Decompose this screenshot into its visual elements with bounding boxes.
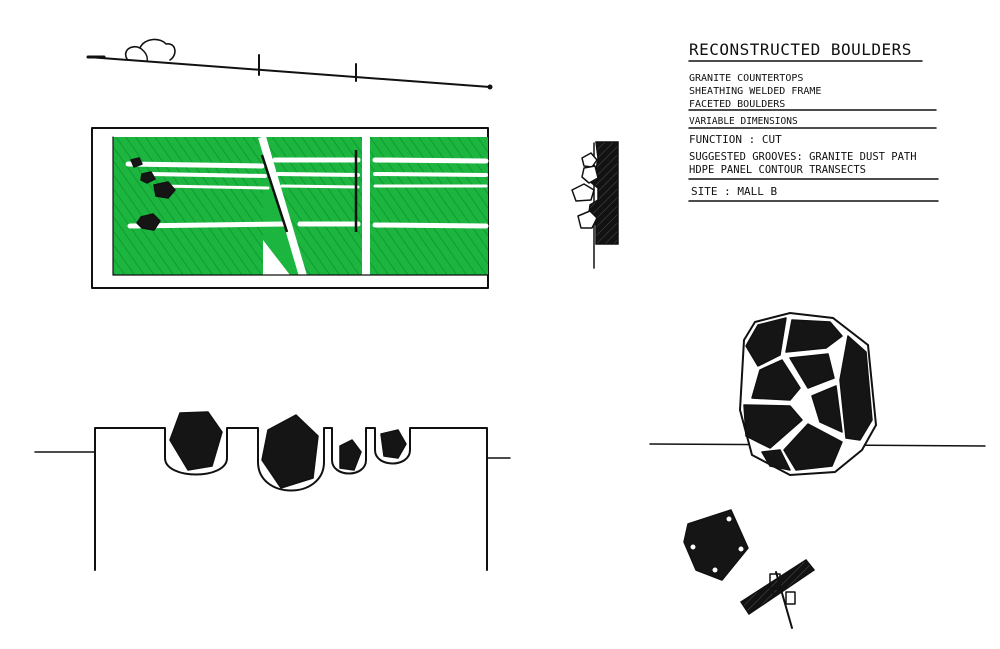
note-dimensions: VARIABLE DIMENSIONS: [689, 116, 798, 127]
note-function: FUNCTION : CUT: [689, 133, 782, 146]
note-material-2: SHEATHING WELDED FRAME: [689, 86, 821, 97]
turf-plan-view: [91, 127, 489, 289]
site-section-sketch: [86, 38, 493, 90]
shrub-icon: [124, 38, 176, 61]
faceted-boulder-elevation: [649, 311, 986, 477]
notes-title: RECONSTRUCTED BOULDERS: [689, 40, 912, 59]
panel-bolt-detail: [683, 509, 816, 629]
note-site: SITE : MALL B: [691, 185, 777, 198]
notes-block: RECONSTRUCTED BOULDERS GRANITE COUNTERTO…: [688, 40, 939, 202]
note-material-1: GRANITE COUNTERTOPS: [689, 73, 803, 84]
wall-elevation-sketch: [34, 411, 511, 571]
note-grooves-2: HDPE PANEL CONTOUR TRANSECTS: [689, 164, 866, 176]
detail-boulders: [571, 152, 599, 229]
note-grooves-1: SUGGESTED GROOVES: GRANITE DUST PATH: [689, 151, 917, 163]
note-material-3: FACETED BOULDERS: [689, 99, 785, 110]
bolt-icon: [689, 515, 745, 574]
wall-section-detail: [571, 141, 619, 269]
boulder-facets: [743, 317, 873, 471]
plan-boulders: [130, 157, 176, 231]
elevation-boulders: [169, 411, 407, 489]
